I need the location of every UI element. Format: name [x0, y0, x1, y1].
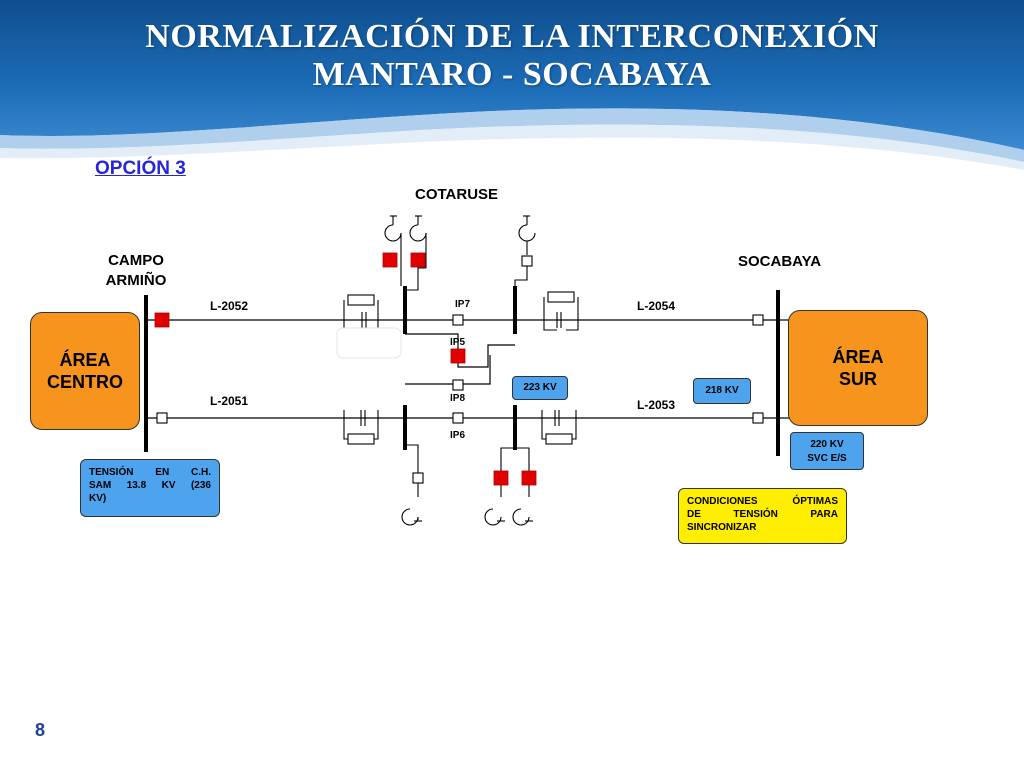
note-cond-line1: CONDICIONES ÓPTIMAS: [687, 496, 838, 507]
capacitor-bank-l2051: [343, 410, 379, 445]
title-line-1: NORMALIZACIÓN DE LA INTERCONEXIÓN: [145, 18, 879, 55]
reactor-cotaruse-bottom-2: [484, 447, 515, 526]
breaker-reactor-bottom-3-closed: [521, 470, 537, 486]
note-tension-line2: SAM 13.8 KV (236: [89, 480, 211, 491]
breaker-reactor-top-2-closed: [410, 252, 426, 268]
voltage-svc-line1: 220 KV: [810, 439, 844, 450]
breaker-reactor-top-1-closed: [382, 252, 398, 268]
note-condiciones: CONDICIONES ÓPTIMAS DE TENSIÓN PARA SINC…: [678, 488, 847, 544]
slide-title: NORMALIZACIÓN DE LA INTERCONEXIÓN MANTAR…: [0, 18, 1024, 94]
note-tension-line1: TENSIÓN EN C.H.: [89, 467, 211, 478]
area-centro-line2: CENTRO: [47, 372, 123, 392]
page-number: 8: [35, 720, 46, 740]
area-sur: ÁREA SUR: [788, 310, 928, 426]
reactor-cotaruse-top-3: [514, 215, 536, 288]
breaker-campo-l2051: [156, 412, 168, 424]
breaker-socabaya-l2053: [752, 412, 764, 424]
note-cond-line2: DE TENSIÓN PARA: [687, 509, 838, 520]
blank-label-box: [336, 327, 402, 359]
label-l2053: L-2053: [637, 398, 676, 412]
breaker-ip8: [452, 379, 464, 391]
voltage-svc-line2: SVC E/S: [807, 453, 847, 464]
label-l2054: L-2054: [637, 299, 676, 313]
breaker-socabaya-l2054: [752, 314, 764, 326]
voltage-cotaruse: 223 KV: [512, 376, 568, 400]
reactor-cotaruse-top-1: [384, 215, 402, 286]
breaker-campo-l2052-closed: [154, 312, 170, 328]
area-centro-line1: ÁREA: [59, 350, 111, 370]
label-ip8: IP8: [450, 393, 466, 404]
note-cond-line3: SINCRONIZAR: [687, 522, 757, 533]
tie-ip5: [405, 333, 515, 368]
note-tension-ch: TENSIÓN EN C.H. SAM 13.8 KV (236 KV): [80, 459, 220, 517]
area-sur-line1: ÁREA: [832, 347, 884, 367]
note-tension-line3: KV): [89, 493, 107, 504]
label-socabaya: SOCABAYA: [738, 253, 822, 270]
voltage-socabaya-line: 218 KV: [693, 378, 751, 404]
tie-ip8: [405, 355, 491, 385]
breaker-ip7: [452, 314, 464, 326]
voltage-svc: 220 KV SVC E/S: [790, 432, 864, 470]
breaker-reactor-bottom-1: [412, 472, 424, 484]
label-armino-line2: ARMIÑO: [105, 272, 167, 289]
label-campo-armino: CAMPO ARMIÑO: [98, 251, 174, 291]
label-ip5: IP5: [450, 337, 466, 348]
reactor-cotaruse-bottom-3: [512, 447, 533, 526]
label-l2051: L-2051: [210, 394, 249, 408]
title-line-2: MANTARO - SOCABAYA: [312, 56, 712, 93]
breaker-ip5-closed: [450, 348, 466, 364]
label-l2052: L-2052: [210, 299, 249, 313]
capacitor-bank-l2054: [543, 291, 579, 331]
reactor-cotaruse-bottom-1: [401, 444, 422, 526]
capacitor-bank-l2053: [541, 410, 577, 445]
label-ip7: IP7: [455, 299, 471, 310]
reactor-cotaruse-top-2: [405, 215, 427, 291]
breaker-reactor-bottom-2-closed: [493, 470, 509, 486]
area-centro: ÁREA CENTRO: [30, 312, 140, 430]
option-label[interactable]: OPCIÓN 3: [95, 158, 186, 179]
header-background: [0, 0, 1024, 170]
label-ip6: IP6: [450, 430, 466, 441]
area-sur-line2: SUR: [838, 369, 877, 389]
breaker-ip6: [452, 412, 464, 424]
breaker-reactor-top-3: [521, 255, 533, 267]
capacitor-bank-l2052: [343, 294, 379, 331]
label-cotaruse: COTARUSE: [415, 186, 499, 203]
label-campo-line1: CAMPO: [108, 252, 164, 269]
